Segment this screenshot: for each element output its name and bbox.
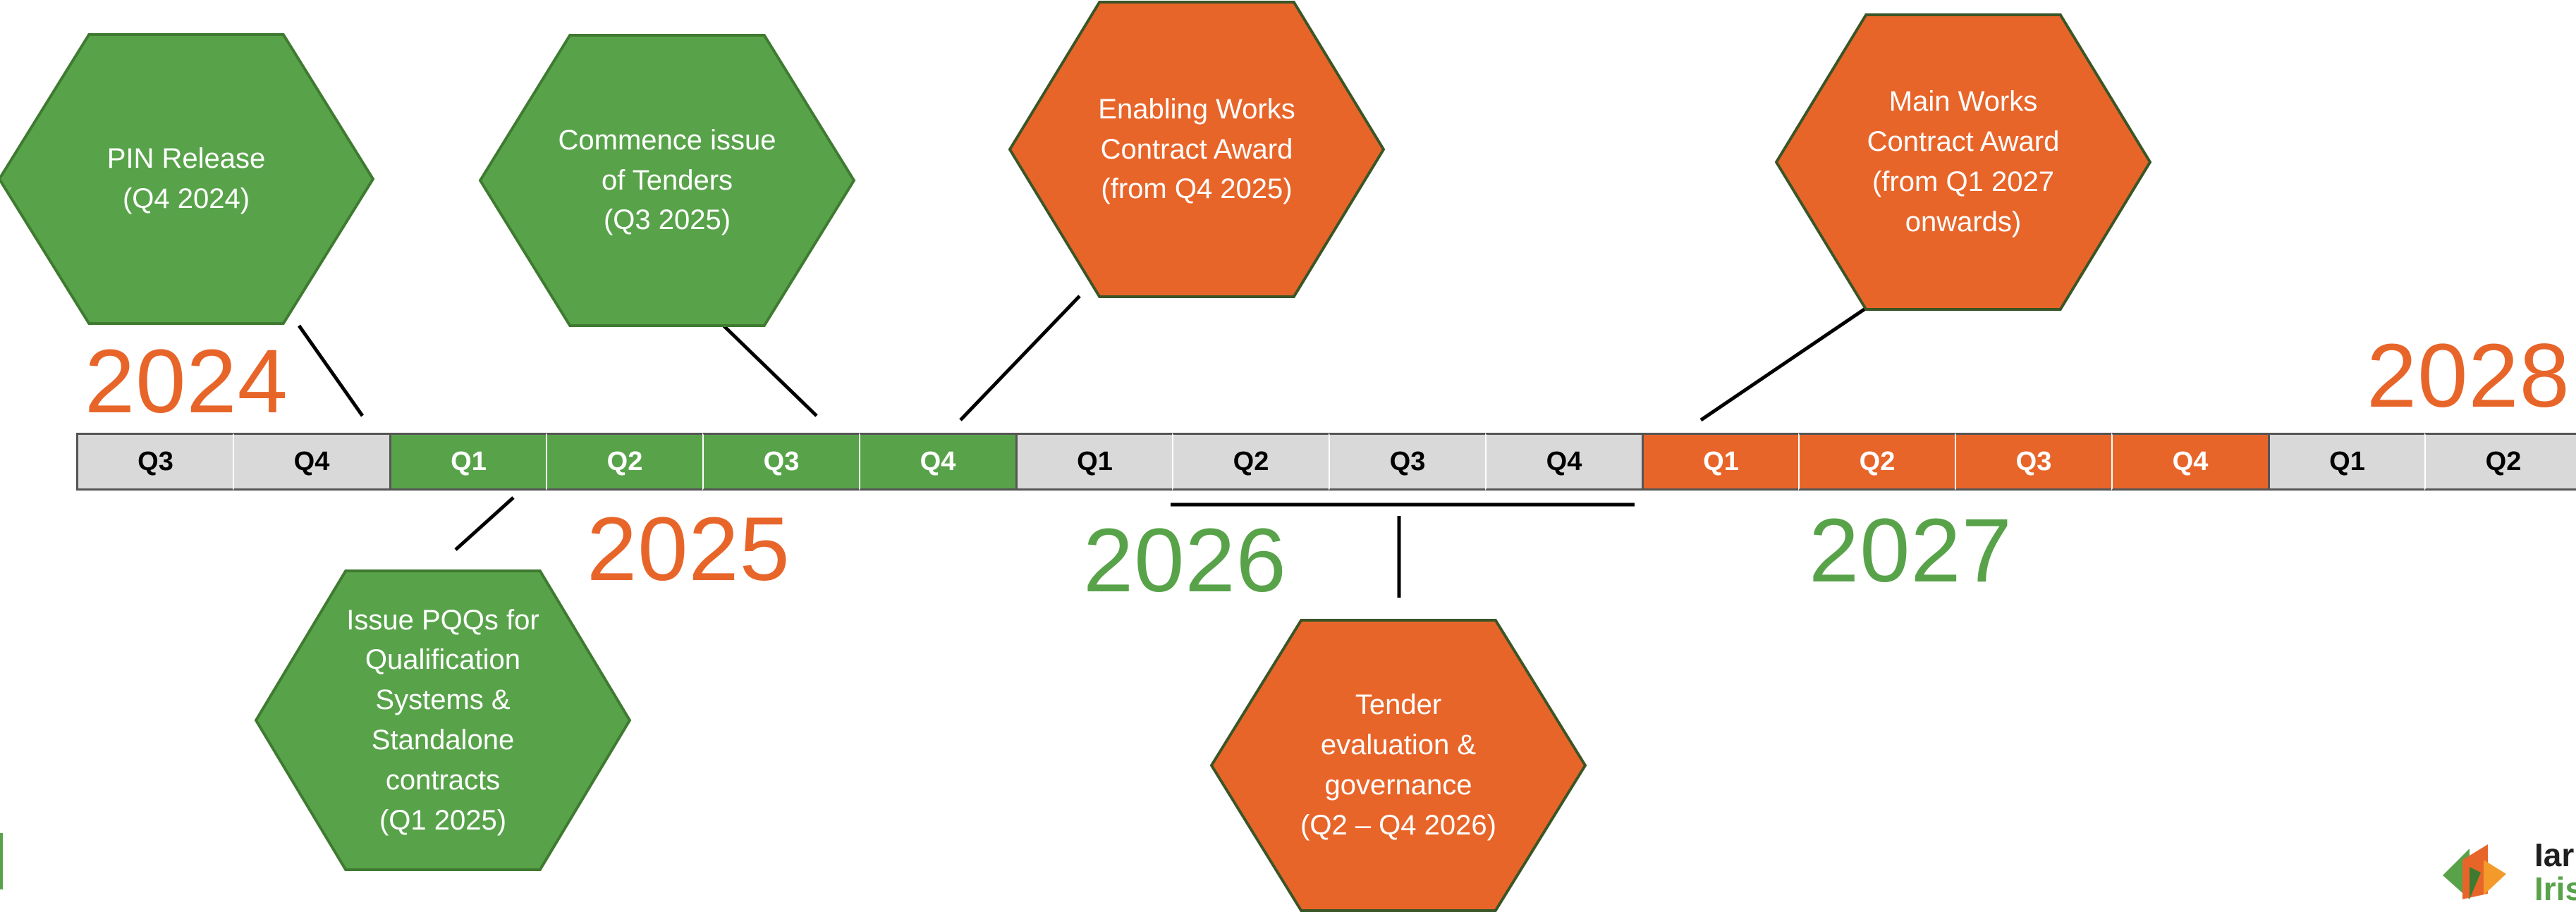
logo-text-line1: Iarn: [2534, 837, 2576, 873]
milestone-hexagon-2: [478, 34, 856, 327]
quarter-cell-3: Q1: [389, 433, 546, 491]
milestone-hexagon-4: [1774, 13, 2152, 311]
logo-mark-icon: [2443, 844, 2506, 899]
year-label-2026: 2026: [1083, 510, 1287, 611]
quarter-cell-6: Q4: [859, 433, 1015, 491]
year-label-2025: 2025: [587, 499, 790, 600]
milestone-hexagon-5: [254, 569, 632, 871]
milestone-commence-tenders-text: Commence issue of Tenders (Q3 2025): [558, 124, 776, 236]
quarter-cell-9: Q3: [1329, 433, 1485, 491]
connector-line-2: [721, 323, 818, 417]
milestone-pin-release-text: PIN Release (Q4 2024): [106, 143, 266, 214]
logo-text-line2: Iris: [2534, 870, 2576, 907]
quarter-cell-7: Q1: [1015, 433, 1172, 491]
connector-line-4: [1699, 307, 1867, 422]
milestone-issue-pqqs-text: Issue PQQs for Qualification Systems & S…: [346, 604, 539, 836]
quarter-cell-8: Q2: [1172, 433, 1329, 491]
year-label-2024: 2024: [85, 331, 288, 432]
quarter-cell-4: Q2: [546, 433, 702, 491]
quarter-cell-12: Q2: [1798, 433, 1955, 491]
milestone-hexagon-1: [0, 33, 375, 325]
connector-line-5: [454, 496, 515, 551]
year-label-2028: 2028: [2367, 326, 2570, 426]
milestone-hexagon-6: [1209, 619, 1587, 912]
left-edge-accent: [0, 833, 3, 889]
milestone-main-works-text: Main Works Contract Award (from Q1 2027 …: [1867, 86, 2060, 238]
connector-line-3: [959, 295, 1081, 421]
quarter-cell-11: Q1: [1642, 433, 1798, 491]
quarter-cell-2: Q4: [233, 433, 389, 491]
quarter-cell-16: Q2: [2424, 433, 2576, 491]
quarter-cell-13: Q3: [1955, 433, 2111, 491]
milestone-enabling-works-text: Enabling Works Contract Award (from Q4 2…: [1098, 93, 1295, 205]
milestone-hexagon-3: [1008, 0, 1386, 298]
year-label-2027: 2027: [1809, 500, 2013, 601]
quarter-cell-1: Q3: [76, 433, 233, 491]
quarter-cell-15: Q1: [2268, 433, 2424, 491]
quarter-cell-14: Q4: [2111, 433, 2268, 491]
milestone-tender-evaluation-text: Tender evaluation & governance (Q2 – Q4 …: [1300, 689, 1496, 841]
quarter-cell-10: Q4: [1485, 433, 1642, 491]
connector-line-1: [297, 324, 365, 417]
quarter-cell-5: Q3: [702, 433, 859, 491]
